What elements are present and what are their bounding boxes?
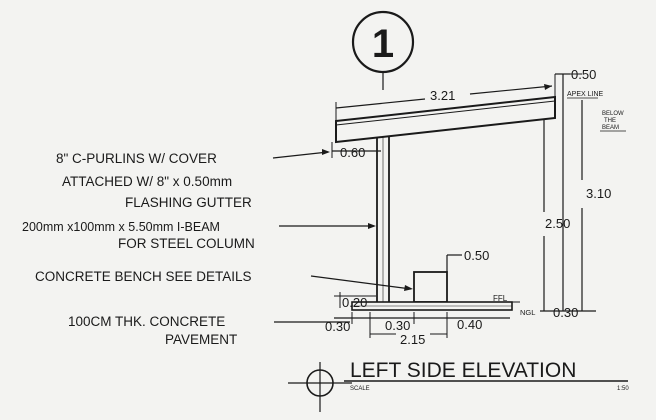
- left-edge-label: 0.30: [325, 319, 350, 334]
- total-height-label: 3.10: [586, 186, 611, 201]
- purlins-label-line2: ATTACHED W/ 8" x 0.50mm: [62, 174, 232, 189]
- apex-line-label: APEX LINE: [567, 91, 604, 98]
- column-height-label: 2.50: [545, 216, 570, 231]
- bench-height-label: 0.50: [464, 248, 489, 263]
- below-beam-label-3: BEAM: [602, 125, 619, 131]
- slab-thickness-dimension: 0.20: [334, 292, 376, 310]
- below-beam-label-2: THE: [604, 118, 616, 124]
- height-dimensions: 3.10 2.50: [540, 73, 611, 312]
- steel-column: [376, 136, 390, 302]
- title-block: LEFT SIDE ELEVATION SCALE 1:50: [288, 359, 629, 412]
- overhang-label: 0.60: [340, 145, 365, 160]
- roof-length-dimension: 3.21: [335, 74, 556, 121]
- apex-line-note: APEX LINE BELOW THE BEAM: [567, 91, 626, 132]
- purlins-label-line1: 8" C-PURLINS W/ COVER: [56, 151, 217, 166]
- roof-length-label: 3.21: [430, 88, 455, 103]
- below-beam-label-1: BELOW: [602, 111, 624, 117]
- ffl-label: FFL: [493, 294, 508, 303]
- scale-label: SCALE: [350, 386, 370, 392]
- scale-value: 1:50: [617, 386, 629, 392]
- slab-thickness-label: 0.20: [342, 295, 367, 310]
- ibeam-label-line2: FOR STEEL COLUMN: [118, 236, 255, 251]
- concrete-pavement: FFL NGL 0.30: [351, 294, 578, 320]
- pavement-label-line1: 100CM THK. CONCRETE: [68, 314, 225, 329]
- bench-width-label: 0.40: [457, 317, 482, 332]
- column-gap-label: 0.30: [385, 318, 410, 333]
- concrete-bench: 0.50: [413, 248, 489, 303]
- callout-labels: 8" C-PURLINS W/ COVER ATTACHED W/ 8" x 0…: [22, 151, 255, 347]
- base-dimensions: 0.30 0.30 0.40 2.15: [325, 312, 510, 347]
- roof-beam: [335, 95, 556, 144]
- title-text: LEFT SIDE ELEVATION: [350, 359, 576, 382]
- base-length-label: 2.15: [400, 332, 425, 347]
- ground-dimension-label: 0.30: [553, 305, 578, 320]
- pavement-label-line2: PAVEMENT: [165, 332, 237, 347]
- ngl-label: NGL: [520, 308, 535, 317]
- leader-lines: [272, 149, 413, 323]
- ibeam-label-line1: 200mm x100mm x 5.50mm I-BEAM: [22, 220, 220, 234]
- detail-number-bubble: 1: [351, 10, 415, 74]
- detail-number: 1: [372, 22, 394, 66]
- bench-label: CONCRETE BENCH SEE DETAILS: [35, 269, 252, 284]
- overhang-dimension: 0.60: [331, 142, 381, 160]
- purlins-label-line3: FLASHING GUTTER: [125, 195, 252, 210]
- top-offset-label: 0.50: [571, 67, 596, 82]
